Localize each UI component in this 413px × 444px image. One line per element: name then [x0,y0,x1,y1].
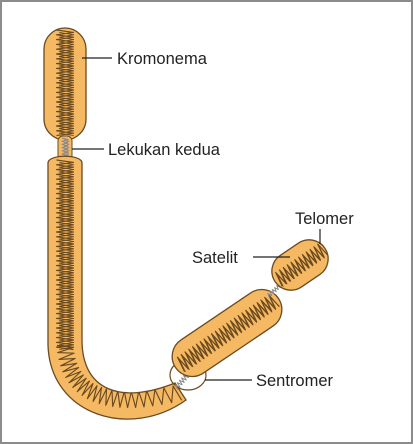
label-satelit: Satelit [192,249,238,267]
label-sentromer: Sentromer [256,372,334,390]
label-telomer: Telomer [295,210,354,228]
chromosome-top-arm [44,28,86,140]
chromosome-long-arm [48,156,186,419]
chromosome-short-arm [164,282,289,385]
label-kromonema: Kromonema [117,50,208,68]
label-lekukan-kedua: Lekukan kedua [108,141,221,159]
